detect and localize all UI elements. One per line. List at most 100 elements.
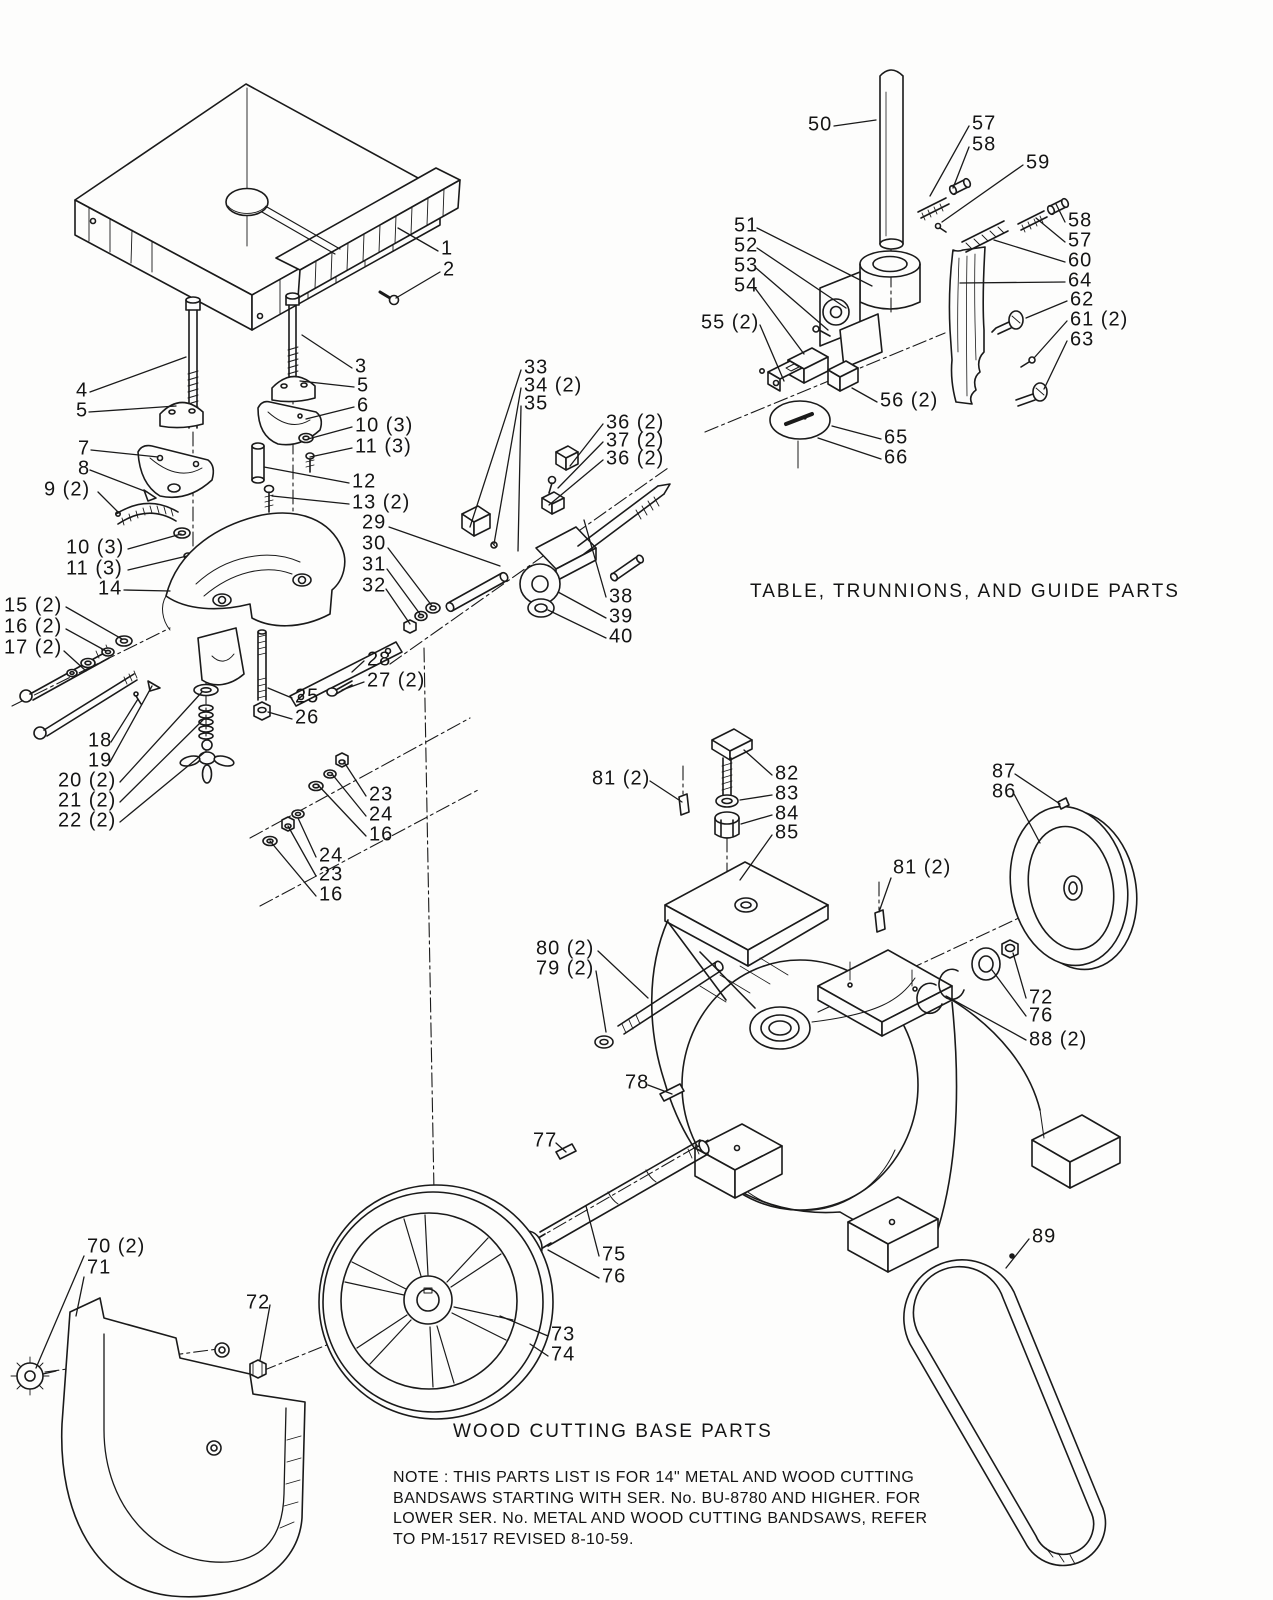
drive-shafts xyxy=(511,960,724,1266)
leader-line-54 xyxy=(754,287,805,355)
callout-label-73: 73 xyxy=(551,1323,576,1346)
leader-line-11(3) xyxy=(309,447,353,458)
callout-label-24: 24 xyxy=(369,803,394,826)
leader-line-26 xyxy=(267,711,293,720)
callout-label-74: 74 xyxy=(551,1343,576,1366)
table-top xyxy=(74,83,461,331)
leader-line-23 xyxy=(343,761,367,797)
callout-label-66: 66 xyxy=(884,446,909,469)
leader-line-11(3) xyxy=(127,555,188,571)
leader-line-89 xyxy=(1005,1238,1030,1269)
callout-label-23: 23 xyxy=(319,863,344,886)
callout-label-82: 82 xyxy=(775,762,800,785)
leader-line-56(2) xyxy=(851,387,878,403)
trunnion-support-casting xyxy=(162,512,346,686)
callout-label-84: 84 xyxy=(775,802,800,825)
callout-label-1: 1 xyxy=(441,237,454,260)
leader-line-6 xyxy=(305,406,355,420)
callout-label-16: 16 xyxy=(369,823,394,846)
leader-line-81(2) xyxy=(878,877,892,913)
base-casting xyxy=(650,861,1121,1273)
leader-line-21(2) xyxy=(119,719,204,803)
leader-line-66 xyxy=(817,437,882,460)
note-line: NOTE : THIS PARTS LIST IS FOR 14" METAL … xyxy=(393,1469,915,1486)
callout-label-71: 71 xyxy=(87,1256,112,1279)
callout-label-10(3): 10 (3) xyxy=(66,536,125,559)
leader-line-57 xyxy=(929,125,970,197)
callout-label-55(2): 55 (2) xyxy=(701,311,760,334)
callout-label-81(2): 81 (2) xyxy=(592,767,651,790)
leader-line-59 xyxy=(941,164,1024,223)
callout-label-81(2): 81 (2) xyxy=(893,856,952,879)
callout-label-36(2): 36 (2) xyxy=(606,447,665,470)
tilt-rods xyxy=(19,635,161,740)
callout-label-3: 3 xyxy=(355,355,368,378)
callout-label-33: 33 xyxy=(524,356,549,379)
callout-label-88(2): 88 (2) xyxy=(1029,1028,1088,1051)
callout-label-58: 58 xyxy=(1068,209,1093,232)
callout-label-5: 5 xyxy=(76,399,89,422)
callout-label-16(2): 16 (2) xyxy=(4,615,63,638)
leader-line-61(2) xyxy=(1033,320,1068,359)
callout-label-75: 75 xyxy=(602,1243,627,1266)
leader-line-77 xyxy=(555,1142,567,1153)
callout-label-4: 4 xyxy=(76,379,89,402)
leader-line-10(3) xyxy=(307,426,353,440)
leader-line-22(2) xyxy=(119,751,206,823)
callout-label-50: 50 xyxy=(808,113,833,136)
callout-label-38: 38 xyxy=(609,585,634,608)
leader-line-64 xyxy=(959,281,1066,284)
clamp-stud xyxy=(253,629,271,721)
leader-line-25 xyxy=(267,687,293,699)
leader-line-40 xyxy=(547,609,607,639)
leader-line-12 xyxy=(263,466,350,484)
motor-pulley xyxy=(1009,797,1138,971)
callout-label-16: 16 xyxy=(319,883,344,906)
callout-label-39: 39 xyxy=(609,605,634,628)
leader-line-16 xyxy=(317,784,367,837)
leader-line-82 xyxy=(743,749,773,776)
callout-label-23: 23 xyxy=(369,783,394,806)
tilt-scale-segment xyxy=(115,489,179,526)
callout-label-31: 31 xyxy=(362,553,387,576)
note-line: LOWER SER. No. METAL AND WOOD CUTTING BA… xyxy=(393,1510,928,1527)
leader-line-50 xyxy=(833,119,877,127)
leader-line-29 xyxy=(388,526,501,567)
callout-label-32: 32 xyxy=(362,574,387,597)
table-mounting-bolts xyxy=(185,292,300,429)
leader-line-83 xyxy=(739,794,773,801)
leader-line-51 xyxy=(756,227,873,287)
callout-label-59: 59 xyxy=(1026,151,1051,174)
callout-label-25: 25 xyxy=(295,685,320,708)
callout-label-14: 14 xyxy=(98,577,123,600)
leader-line-65 xyxy=(831,425,882,440)
leader-lines xyxy=(35,119,1068,1369)
section-title-guide-parts: TABLE, TRUNNIONS, AND GUIDE PARTS xyxy=(750,581,1180,602)
leader-line-15(2) xyxy=(65,606,123,640)
leader-line-30 xyxy=(387,547,433,607)
leader-line-34(2) xyxy=(493,387,522,545)
leader-line-2 xyxy=(395,271,441,299)
callout-label-8: 8 xyxy=(78,457,91,480)
v-belt xyxy=(903,1253,1107,1567)
note-line: TO PM-1517 REVISED 8-10-59. xyxy=(393,1530,634,1548)
section-title-base-parts: WOOD CUTTING BASE PARTS xyxy=(453,1421,773,1442)
leader-line-36(2) xyxy=(569,423,604,467)
leader-line-63 xyxy=(1043,340,1068,390)
leader-line-80(2) xyxy=(597,950,649,999)
callout-label-11(3): 11 (3) xyxy=(355,435,412,458)
callout-label-57: 57 xyxy=(1068,229,1093,252)
callout-label-61(2): 61 (2) xyxy=(1070,308,1129,331)
callout-label-20(2): 20 (2) xyxy=(58,769,117,792)
callout-label-11(3): 11 (3) xyxy=(66,557,123,580)
leader-line-88(2) xyxy=(945,995,1027,1041)
callout-label-60: 60 xyxy=(1068,249,1093,272)
leader-line-18 xyxy=(110,698,139,743)
callout-label-22(2): 22 (2) xyxy=(58,809,117,832)
leader-line-16(2) xyxy=(65,628,107,652)
leader-line-55(2) xyxy=(759,324,785,382)
leader-line-37(2) xyxy=(557,441,604,489)
callout-label-36(2): 36 (2) xyxy=(606,411,665,434)
leader-line-70(2) xyxy=(35,1255,85,1369)
